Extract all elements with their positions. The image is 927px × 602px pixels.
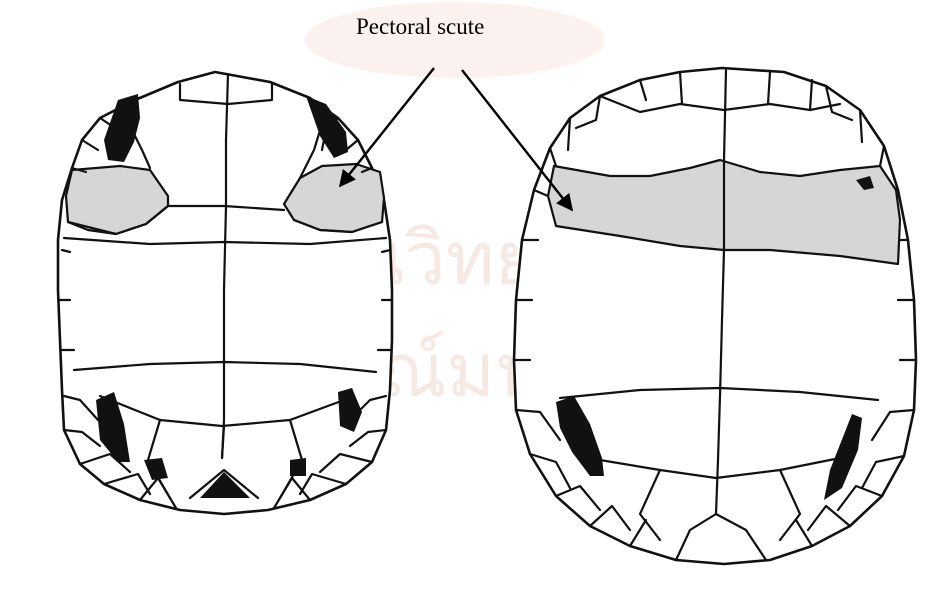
left-plastron: [58, 72, 392, 514]
left-plastron-scar-posterior-right: [290, 458, 306, 476]
right-plastron-outline: [514, 68, 916, 564]
right-plastron: [514, 68, 916, 564]
pectoral-scute-label: Pectoral scute: [356, 14, 484, 40]
arrow-to-left-pectoral: [340, 68, 434, 186]
